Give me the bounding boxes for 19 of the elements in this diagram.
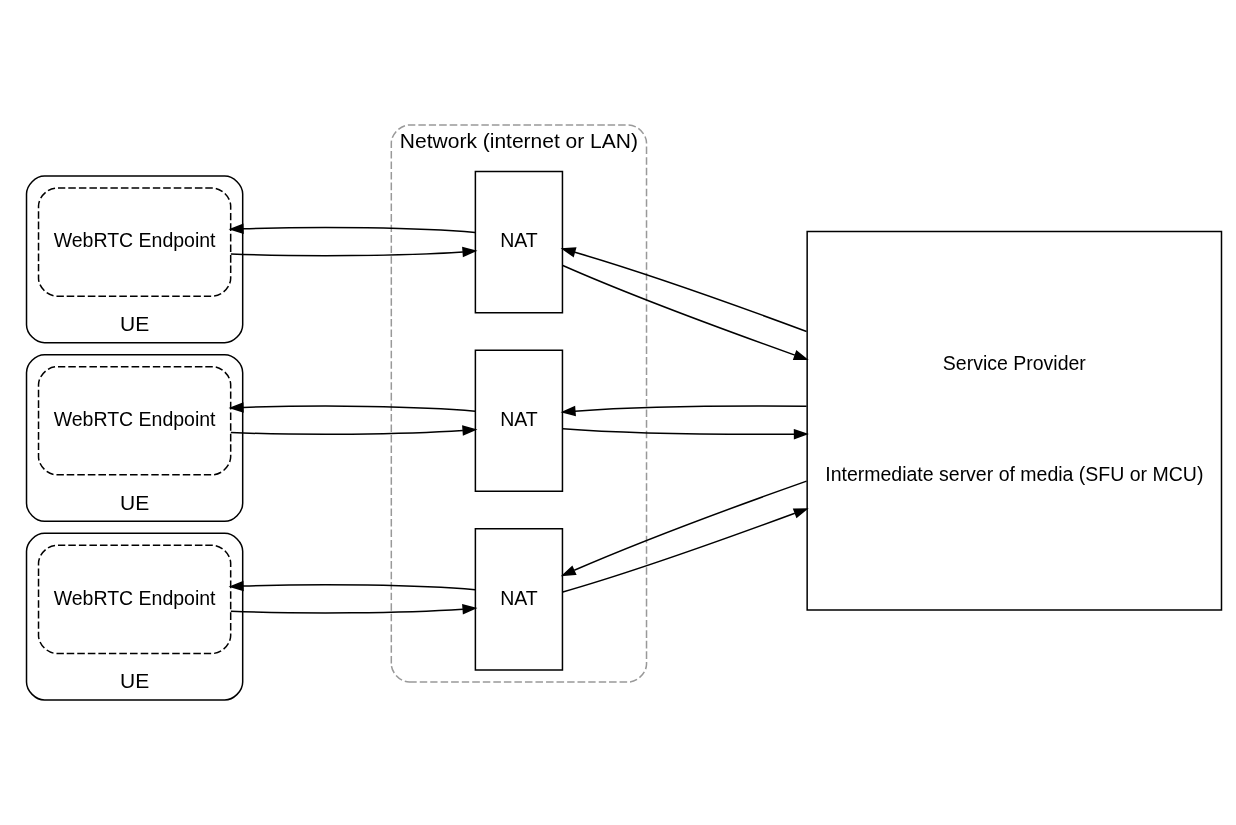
- arrow: [560, 480, 808, 577]
- arrow: [230, 604, 478, 615]
- arrow: [562, 508, 809, 593]
- arrow: [228, 580, 476, 592]
- arrow: [562, 264, 809, 361]
- node-box: WebRTC Endpoint: [37, 187, 232, 297]
- arrow: [228, 223, 476, 235]
- node-box: NAT: [474, 170, 564, 314]
- arrow: [562, 428, 809, 440]
- arrow: [230, 425, 478, 436]
- arrow: [228, 402, 476, 413]
- node-box: Service Provider Intermediate server of media (SFU or MCU): [806, 230, 1223, 611]
- node-box: WebRTC Endpoint: [37, 544, 232, 655]
- arrow: [230, 246, 478, 258]
- arrow: [560, 405, 808, 417]
- node-box: WebRTC Endpoint: [37, 365, 232, 476]
- node-box: NAT: [474, 528, 564, 671]
- arrow: [560, 247, 808, 333]
- node-box: NAT: [474, 349, 564, 493]
